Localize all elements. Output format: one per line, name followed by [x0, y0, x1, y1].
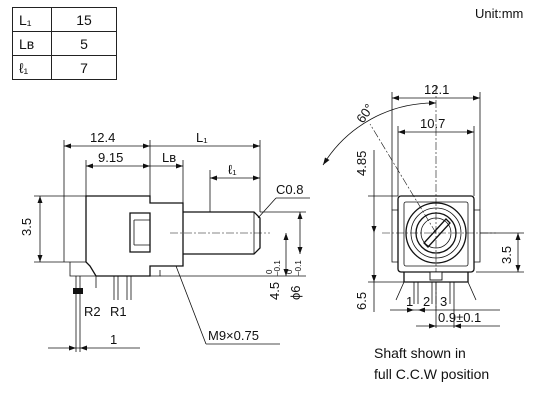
dim-4-5-tol-top: 0 [265, 269, 274, 274]
chamfer-leader [257, 197, 277, 219]
dim-1-label: 1 [110, 332, 117, 347]
param-symbol: L₁ [12, 7, 52, 32]
front-pins [395, 281, 477, 304]
dim-4-85-arrows [371, 226, 377, 233]
param-value: 7 [51, 55, 117, 80]
front-pin-notch [429, 271, 443, 281]
param-row-ell1: ℓ₁ 7 [12, 55, 117, 80]
side-body-outline [85, 195, 184, 277]
dim-4-85-label: 4.85 [354, 151, 369, 176]
pin-label-r1: R1 [110, 304, 127, 319]
side-pins [75, 276, 132, 300]
dim-6-tol: −0.1 [294, 260, 303, 276]
dim-angle-arc [322, 102, 437, 166]
side-view: 12.4 9.15 L₁ Lʙ ℓ₁ C0.8 3.5 [19, 130, 310, 352]
dim-angle-arrows [323, 100, 436, 165]
param-row-lb: Lʙ 5 [12, 31, 117, 56]
dim-4-5-label: 4.5 [267, 282, 282, 300]
thread-leader [175, 265, 207, 345]
pin-label-r2: R2 [84, 304, 101, 319]
side-bushing-inner [133, 219, 150, 246]
param-row-l1: L₁ 15 [12, 7, 117, 32]
side-bushing [129, 212, 151, 253]
dim-ell1-label: ℓ₁ [228, 162, 237, 177]
dim-6-5-label: 6.5 [354, 292, 369, 310]
dim-lb-label: Lʙ [162, 150, 176, 165]
dim-pitch-label: 0.9±0.1 [438, 310, 481, 325]
dim-12-4-label: 12.4 [90, 130, 115, 145]
front-angle-line [369, 123, 437, 234]
dim-4-5-tol: −0.1 [273, 260, 282, 276]
dim-lb-arrows [176, 163, 183, 169]
front-shaft-slot [423, 218, 451, 248]
dim-pitch-arrows [407, 307, 425, 313]
dim-3-5-arrows [37, 196, 43, 262]
param-symbol: ℓ₁ [12, 55, 52, 80]
dim-l1-arrows [253, 143, 260, 149]
dim-3-5-right-label: 3.5 [499, 246, 514, 264]
dim-1-arrows [69, 345, 87, 351]
dim-3-5-label: 3.5 [19, 218, 34, 236]
note-line-1: Shaft shown in [374, 345, 466, 361]
dim-6-tol-top: 0 [285, 269, 294, 274]
param-value: 5 [51, 31, 117, 56]
front-pin-label-2: 2 [423, 294, 430, 309]
dim-l1-label: L₁ [196, 130, 208, 145]
front-lugs [391, 209, 481, 263]
front-view: 12.1 10.7 60° 4.85 3.5 6.5 1 2 3 [322, 82, 524, 329]
dim-12-1-label: 12.1 [424, 82, 449, 97]
unit-label: Unit:mm [475, 6, 524, 21]
dim-9-15-arrows [86, 163, 150, 169]
chamfer-label: C0.8 [276, 182, 303, 197]
side-bracket [69, 261, 161, 288]
front-pin-label-1: 1 [406, 294, 413, 309]
dim-6-5-arrows [371, 275, 377, 282]
dim-10-7-label: 10.7 [420, 116, 445, 131]
param-value: 15 [51, 7, 117, 32]
parameter-table: L₁ 15 Lʙ 5 ℓ₁ 7 [12, 7, 117, 80]
thread-label: M9×0.75 [208, 328, 259, 343]
note-line-2: full C.C.W position [374, 366, 490, 382]
side-pin-mark [73, 288, 83, 294]
front-pin-label-3: 3 [440, 294, 447, 309]
dim-pitch-arrows-2 [429, 323, 461, 329]
dim-angle-label: 60° [353, 101, 377, 126]
dim-6-label: ϕ6 [288, 285, 303, 300]
dim-9-15-label: 9.15 [98, 150, 123, 165]
